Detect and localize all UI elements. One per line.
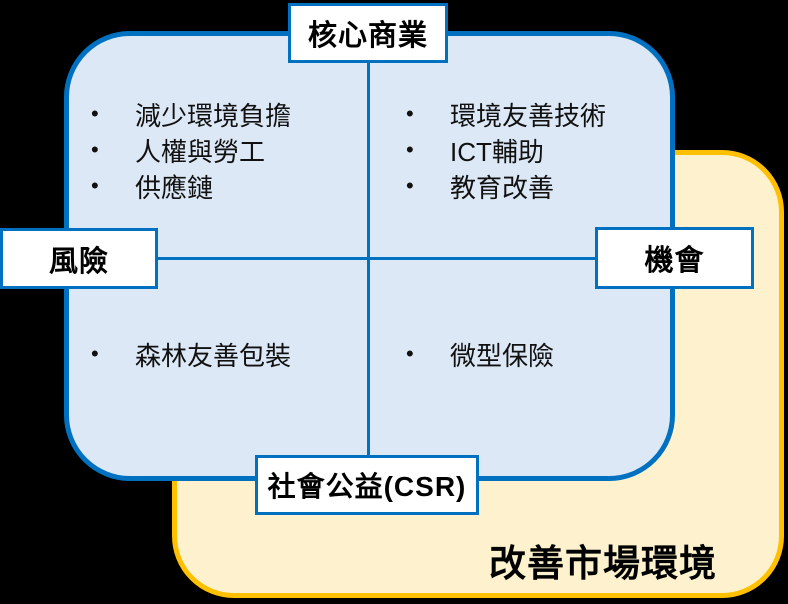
list-item: • 森林友善包裝 [85, 336, 365, 372]
list-item-label: 減少環境負擔 [135, 100, 292, 131]
axis-label-csr: 社會公益(CSR) [255, 455, 479, 515]
list-item-label: ICT輔助 [450, 136, 544, 167]
horizontal-axis-line [157, 257, 597, 260]
bullet-icon: • [406, 137, 414, 162]
bullet-icon: • [91, 341, 99, 366]
list-item: • 微型保險 [400, 336, 680, 372]
bullet-icon: • [91, 173, 99, 198]
list-item: • 教育改善 [400, 168, 680, 204]
axis-label-opportunity: 機會 [595, 227, 754, 289]
list-item: • 人權與勞工 [85, 132, 365, 168]
quadrant-top-left: • 減少環境負擔 • 人權與勞工 • 供應鏈 [85, 96, 365, 204]
list-item-label: 環境友善技術 [450, 100, 607, 131]
axis-label-risk: 風險 [0, 228, 158, 289]
bullet-icon: • [406, 341, 414, 366]
list-item-label: 人權與勞工 [135, 136, 266, 167]
list-item-label: 森林友善包裝 [135, 340, 292, 371]
quadrant-bottom-right: • 微型保險 [400, 336, 680, 372]
list-item-label: 供應鏈 [135, 172, 214, 203]
list-item: • 環境友善技術 [400, 96, 680, 132]
axis-label-core-business: 核心商業 [288, 3, 448, 63]
list-item-label: 教育改善 [450, 172, 555, 203]
caption-improve-market-environment: 改善市場環境 [489, 543, 717, 584]
bullet-icon: • [406, 101, 414, 126]
list-item: • 供應鏈 [85, 168, 365, 204]
bullet-icon: • [406, 173, 414, 198]
bullet-icon: • [91, 101, 99, 126]
quadrant-top-right: • 環境友善技術 • ICT輔助 • 教育改善 [400, 96, 680, 204]
quadrant-bottom-left: • 森林友善包裝 [85, 336, 365, 372]
list-item: • ICT輔助 [400, 132, 680, 168]
bullet-icon: • [91, 137, 99, 162]
list-item-label: 微型保險 [450, 340, 555, 371]
list-item: • 減少環境負擔 [85, 96, 365, 132]
